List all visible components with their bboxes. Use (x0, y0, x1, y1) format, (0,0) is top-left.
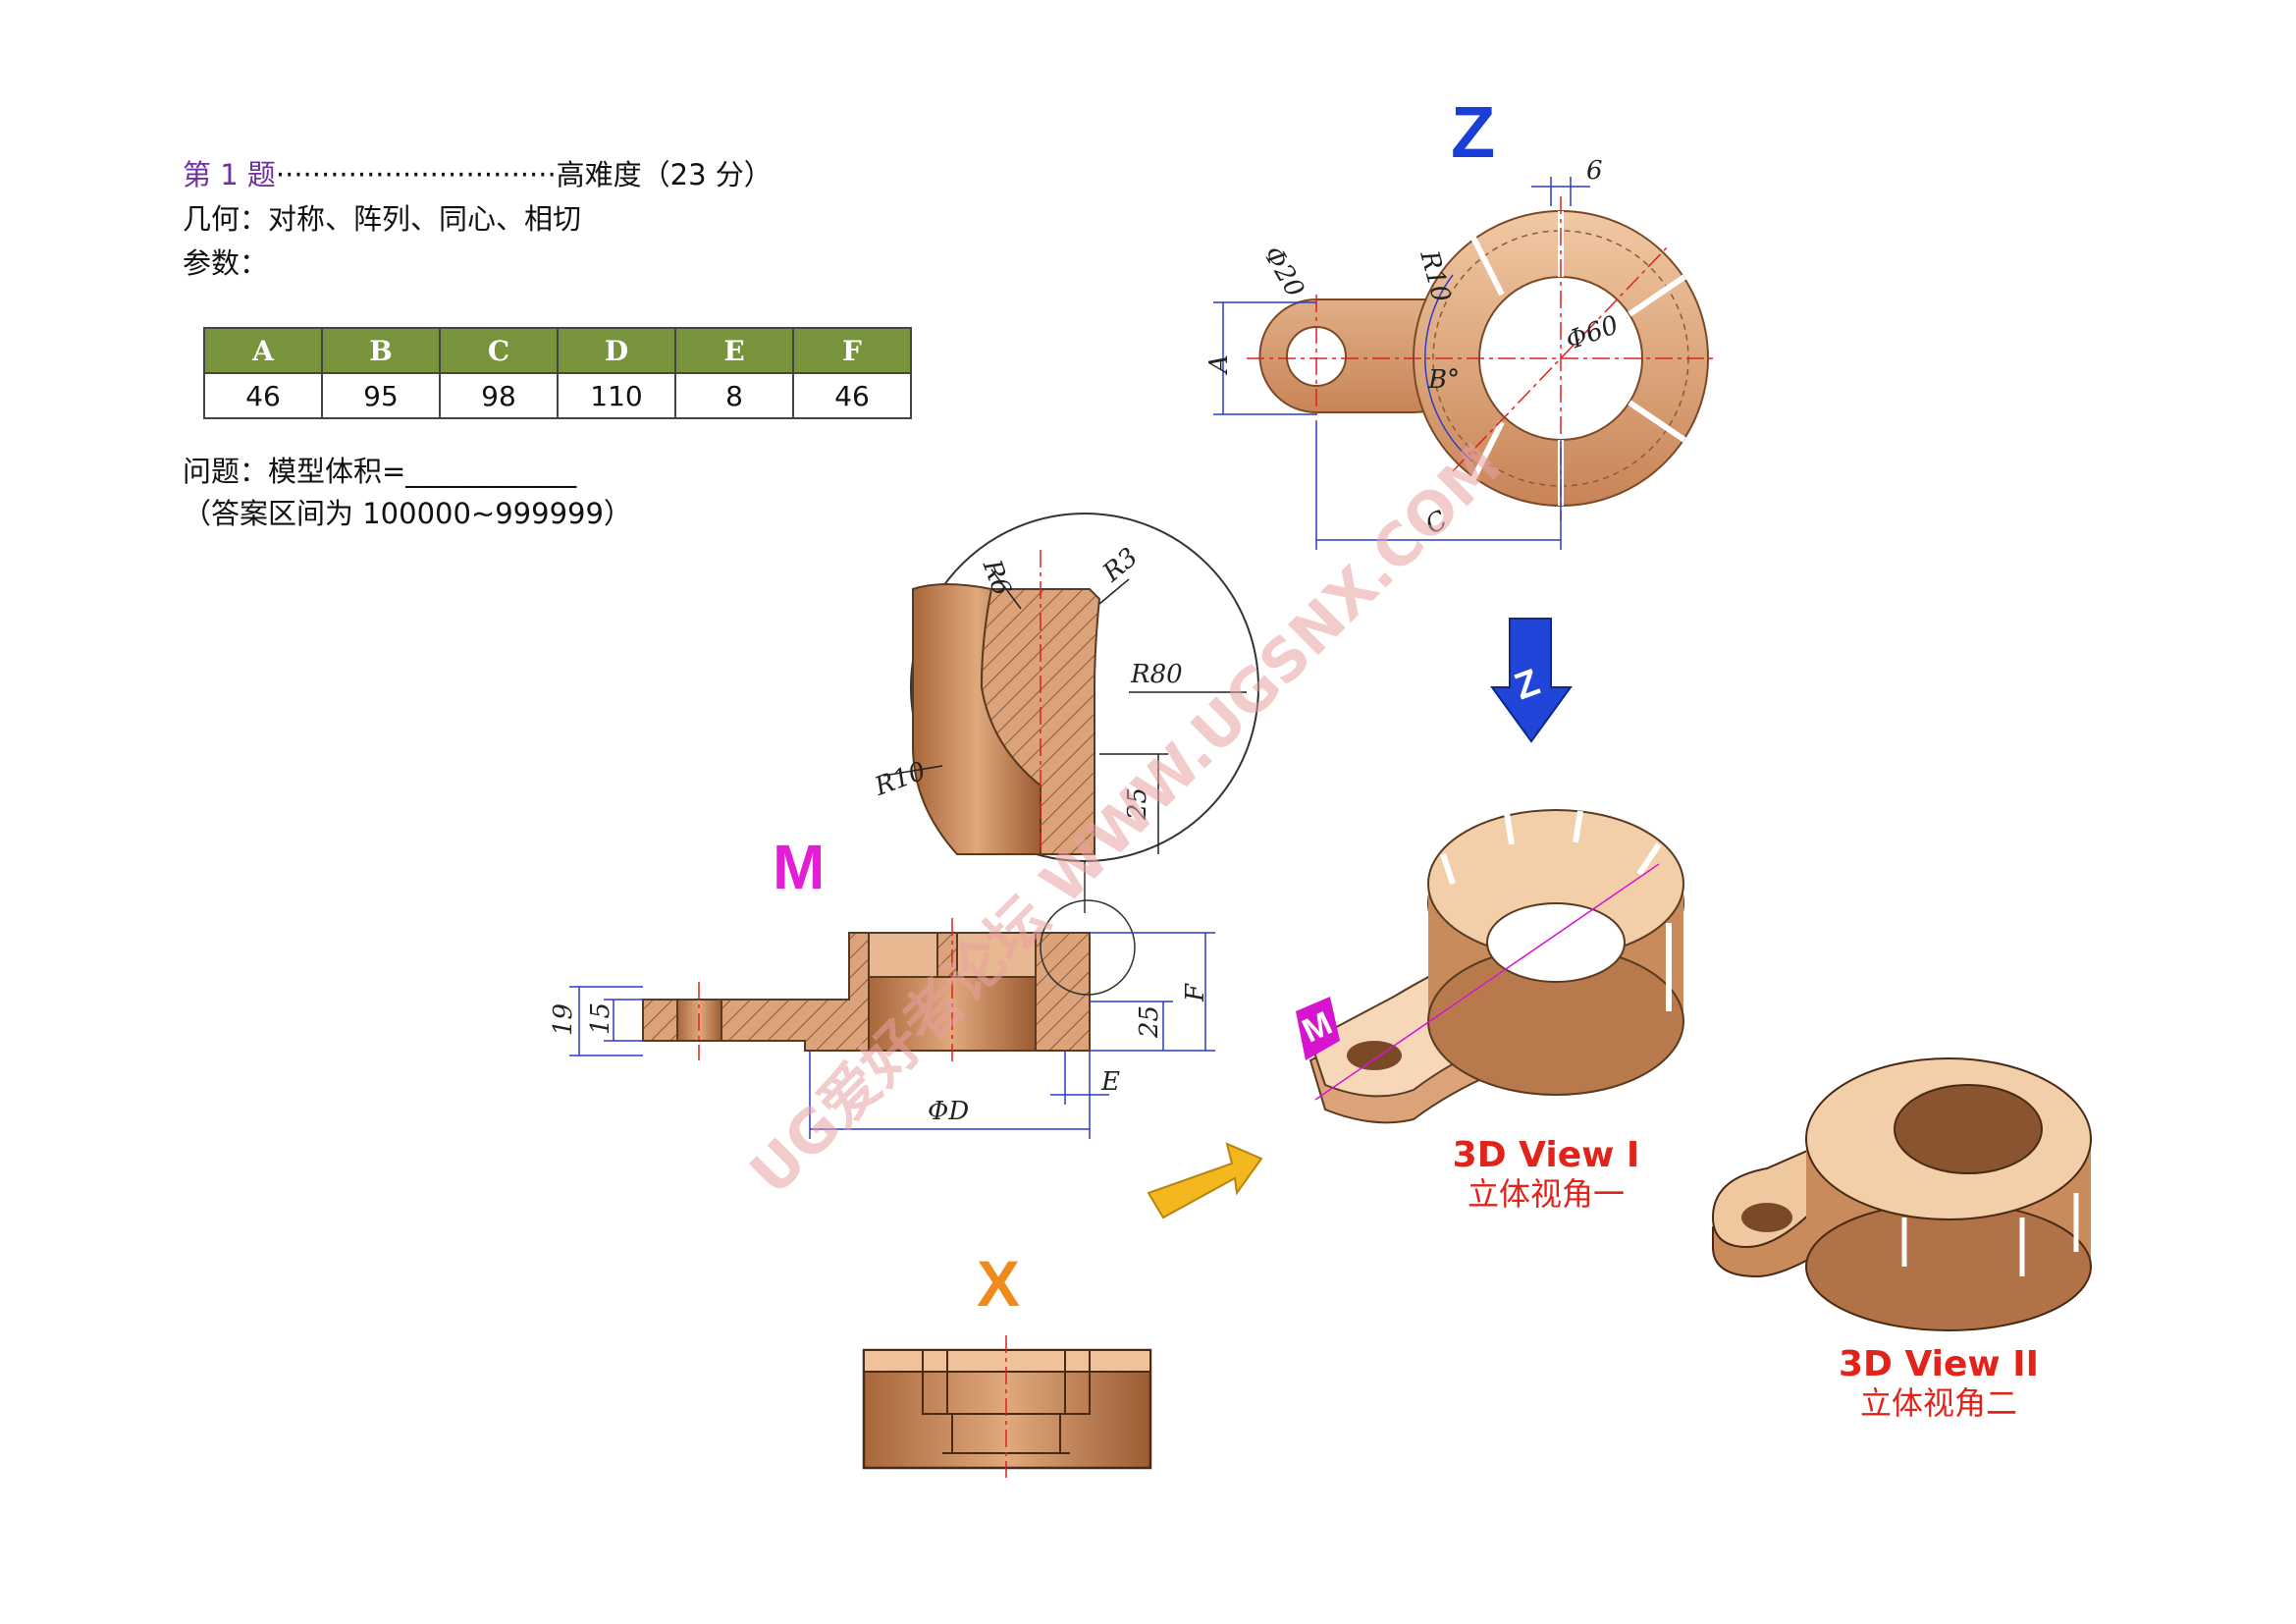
view1-label-cn: 立体视角一 (1467, 1175, 1625, 1213)
z-dim-lines (1213, 177, 1590, 550)
params-value-row: 46 95 98 110 8 46 (203, 372, 912, 419)
view2-slots (1901, 1193, 2079, 1276)
title-dots: ······························· (275, 158, 557, 191)
answer-range: （答案区间为 100000~999999） (183, 497, 632, 530)
param-value-c: 98 (439, 372, 559, 419)
front-slot-lines (922, 1350, 1091, 1454)
view1-bore (1486, 902, 1626, 983)
dim-r80: R80 (1130, 660, 1183, 689)
z-arrow-icon (1490, 618, 1573, 743)
params-table: A B C D E F 46 95 98 110 8 46 (203, 327, 912, 419)
param-header-a: A (203, 327, 323, 374)
param-value-d: 110 (557, 372, 676, 419)
dim-a: A (1204, 354, 1234, 375)
x-view-label: X (977, 1247, 1020, 1320)
view2-label-en: 3D View II (1838, 1344, 2040, 1384)
params-header-row: A B C D E F (203, 327, 912, 374)
dim-phi20: Φ20 (1257, 242, 1309, 302)
x-arrow-icon (1147, 1142, 1263, 1219)
detail-view: R6 R3 R80 R10 25 (870, 513, 1259, 913)
dim-b: B° (1427, 365, 1460, 395)
z-direction-arrow: Z (1490, 618, 1573, 743)
param-value-f: 46 (792, 372, 912, 419)
view1-slots (1440, 810, 1672, 1011)
dim-phid: ΦD (928, 1097, 969, 1126)
view2-label-cn: 立体视角二 (1859, 1384, 2017, 1422)
m-centerlines (698, 918, 953, 1065)
dim-19: 19 (549, 1003, 578, 1036)
param-value-a: 46 (203, 372, 323, 419)
view2-label: 3D View II 立体视角二 (1811, 1344, 2066, 1423)
param-value-b: 95 (321, 372, 441, 419)
view1-label: 3D View I 立体视角一 (1428, 1135, 1664, 1214)
m-view-label: M (773, 832, 825, 902)
param-header-e: E (674, 327, 794, 374)
param-header-d: D (557, 327, 676, 374)
x-direction-arrow (1147, 1142, 1263, 1219)
view2-bore (1894, 1084, 2043, 1174)
section-slot-left (868, 932, 938, 978)
dim-15: 15 (586, 1002, 615, 1035)
view2-model (1711, 1057, 2092, 1331)
z-centerlines (1247, 196, 1718, 520)
dim-25: 25 (1135, 1005, 1164, 1039)
params-label: 参数： (183, 246, 269, 280)
view2-small-hole (1741, 1203, 1792, 1232)
dim-6: 6 (1586, 156, 1603, 186)
x-front-view: X (862, 1247, 1152, 1478)
m-dim-lines (569, 932, 1215, 1139)
m-section-view: M 19 15 25 (549, 832, 1215, 1139)
dim-f: F (1181, 983, 1210, 1002)
question-number: 第 1 题 (183, 158, 276, 191)
difficulty-label: 高难度（23 分） (556, 158, 773, 191)
geometry-line: 几何：对称、阵列、同心、相切 (183, 202, 582, 236)
param-header-f: F (792, 327, 912, 374)
dim-r10-top: R10 (1414, 246, 1456, 305)
dim-25-detail: 25 (1123, 787, 1152, 821)
question-text: 问题：模型体积=____________ (183, 455, 577, 488)
view2-ring-bottom (1805, 1202, 2092, 1331)
view1-model: M (1296, 809, 1684, 1124)
view1-label-en: 3D View I (1452, 1135, 1640, 1175)
dim-e: E (1100, 1067, 1120, 1097)
z-top-view: Z (1204, 91, 1718, 550)
section-slot-right (956, 932, 1037, 978)
view1-m-arrow (1296, 997, 1340, 1060)
view1-section-line (1314, 863, 1660, 1101)
z-view-label: Z (1451, 91, 1495, 173)
param-header-c: C (439, 327, 559, 374)
param-header-b: B (321, 327, 441, 374)
question-title: 第 1 题·······························高难度（… (183, 157, 773, 192)
view1-small-hole (1347, 1041, 1402, 1070)
detail-leaders (882, 568, 1247, 854)
front-top-face (863, 1349, 1151, 1373)
detail-marker-circle (1040, 899, 1136, 996)
param-value-e: 8 (674, 372, 794, 419)
